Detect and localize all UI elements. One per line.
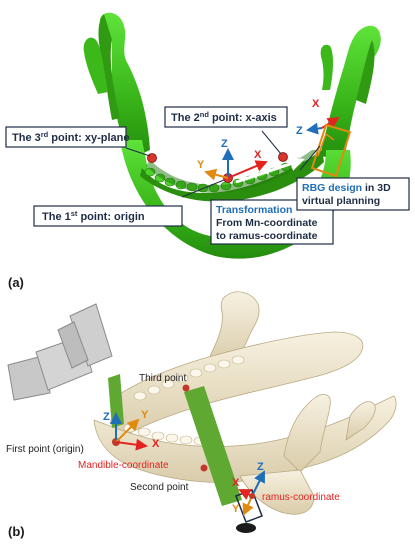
svg-text:RBG design in 3D: RBG design in 3D [302, 182, 391, 194]
ramus-axes-b: Z X Y [232, 461, 265, 533]
panel-a: Z X Y X Z The 3rd point: xy-plane [5, 12, 410, 290]
second-prefix: The 2 [171, 112, 200, 124]
second-point-marker-b [200, 464, 208, 472]
first-suffix: point: origin [77, 211, 144, 223]
third-suffix: point: xy-plane [48, 132, 129, 144]
transformation-line1: From Mn-coordinate [216, 217, 318, 229]
third-sup: rd [41, 130, 49, 139]
rbg-line2: virtual planning [302, 195, 380, 207]
third-point-marker-b [182, 384, 190, 392]
callout-third-point: The 3rd point: xy-plane [5, 126, 130, 148]
second-point-label: Second point [130, 482, 189, 493]
first-sup: st [71, 209, 78, 218]
mandible-axes-b: Z Y X [103, 409, 160, 451]
axis-x-label: X [254, 149, 262, 161]
second-sup: nd [200, 110, 210, 119]
svg-text:The 3rd point: xy-plane: The 3rd point: xy-plane [12, 130, 130, 144]
ramus-axis-x-label: X [312, 98, 320, 110]
panel-a-label: (a) [8, 275, 24, 290]
third-prefix: The 3 [12, 132, 41, 144]
b-axis-x-label: X [152, 438, 160, 450]
b-axis-z-label: Z [103, 411, 110, 423]
axis-z-label: Z [221, 138, 228, 150]
bone-mandible-model [93, 291, 397, 515]
ramus-coordinate-label: ramus-coordinate [262, 492, 340, 503]
svg-text:The 1st point: origin: The 1st point: origin [42, 209, 145, 223]
ramus-b-axis-z-label: Z [257, 461, 264, 473]
green-drill-right [184, 386, 242, 506]
svg-text:The 2nd point: x-axis: The 2nd point: x-axis [171, 110, 277, 124]
third-point-label: Third point [139, 373, 186, 384]
robot-arm [7, 303, 113, 401]
panel-b-label: (b) [8, 524, 25, 539]
b-axis-y-label: Y [141, 409, 149, 421]
rbg-line1-rest: in 3D [362, 182, 391, 194]
transformation-title: Transformation [216, 204, 292, 216]
first-prefix: The 1 [42, 211, 71, 223]
callout-second-point: The 2nd point: x-axis [164, 106, 288, 128]
rbg-line1-blue: RBG design [302, 182, 362, 194]
third-point-marker [147, 153, 157, 163]
callout-first-point: The 1st point: origin [33, 205, 183, 227]
mandible-coordinate-label: Mandible-coordinate [78, 460, 169, 471]
mandible-axes-a: Z X Y [197, 138, 268, 181]
ramus-b-axis-y-label: Y [232, 503, 240, 515]
rbg-design-box: RBG design in 3D virtual planning [296, 177, 410, 211]
second-point-marker [278, 152, 288, 162]
panel-b: Z Y X Z X Y Third point First point (ori… [6, 291, 397, 539]
ramus-axis-z-label: Z [296, 125, 303, 137]
transformation-line2: to ramus-coordinate [216, 230, 318, 242]
ramus-b-axis-x-label: X [232, 477, 240, 489]
rbg-guide-outline [299, 123, 352, 178]
axis-y-label: Y [197, 159, 205, 171]
first-point-label: First point (origin) [6, 444, 84, 455]
transformation-arrow [235, 156, 305, 184]
second-suffix: point: x-axis [209, 112, 277, 124]
